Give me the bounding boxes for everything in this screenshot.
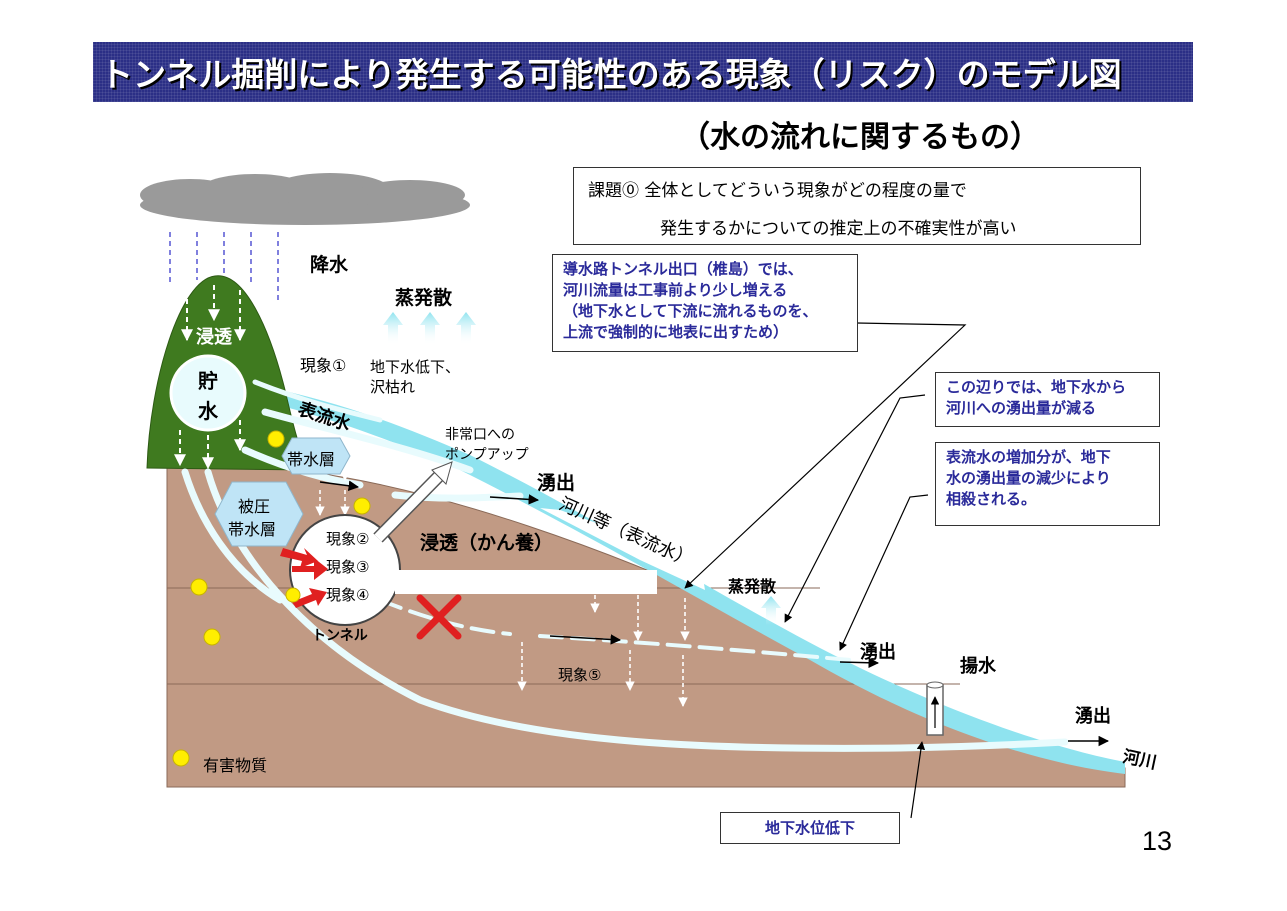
- label-harmful-substance: 有害物質: [203, 756, 268, 775]
- leader-lines: [684, 322, 967, 819]
- label-aquifer: 帯水層: [287, 450, 336, 469]
- label-tunnel: トンネル: [312, 628, 368, 644]
- note-spring-decrease: この辺りでは、地下水から 河川への湧出量が減る: [935, 372, 1160, 427]
- pump-pipe: [373, 461, 453, 543]
- storage-circle: [169, 354, 247, 432]
- label-storage-2: 水: [198, 399, 218, 423]
- label-phenomenon-3: 現象③: [326, 558, 370, 576]
- note-offset-line-3: 相殺される。: [946, 490, 1037, 508]
- note-tunnel-outlet-line-4: 上流で強制的に地表に出すため）: [563, 323, 789, 341]
- note-tunnel-outlet-line-1: 導水路トンネル出口（椎島）では、: [563, 260, 803, 278]
- cloud-icon: [140, 173, 470, 225]
- flow-arrows: [319, 480, 1110, 747]
- red-arrows: [280, 548, 328, 608]
- seepage-arrows: [315, 445, 690, 707]
- title-bar: [93, 42, 1193, 102]
- label-phenomenon-1-desc-2: 沢枯れ: [370, 378, 416, 396]
- label-infiltration-mid: 浸透（かん養）: [420, 532, 554, 554]
- note-spring-decrease-line-2: 河川への湧出量が減る: [946, 399, 1097, 417]
- label-pump-2: ポンプアップ: [445, 447, 529, 463]
- issue-box: 課題⓪ 全体としてどういう現象がどの程度の量で 発生するかについての推定上の不確…: [573, 167, 1141, 245]
- blocked-cross-icon: [416, 594, 462, 640]
- issue-line-2: 発生するかについての推定上の不確実性が高い: [660, 219, 1017, 239]
- page-subtitle: （水の流れに関するもの）: [680, 120, 1040, 155]
- label-precipitation: 降水: [310, 254, 349, 276]
- label-phenomenon-5: 現象⑤: [558, 666, 602, 684]
- label-spring-3: 湧出: [1075, 706, 1111, 727]
- label-confined-1: 被圧: [238, 497, 271, 516]
- page-number: 13: [1142, 826, 1173, 856]
- label-phenomenon-1: 現象①: [300, 356, 347, 375]
- harmful-substance-dots: [172, 430, 371, 767]
- evaporation-arrows-top: [383, 312, 476, 345]
- issue-line-1: 課題⓪ 全体としてどういう現象がどの程度の量で: [588, 181, 967, 201]
- note-groundwater-drop: 地下水位低下: [720, 812, 900, 844]
- rain-lines: [169, 232, 279, 300]
- note-offset: 表流水の増加分が、地下 水の湧出量の減少により 相殺される。: [935, 442, 1160, 526]
- page-title: トンネル掘削により発生する可能性のある現象（リスク）のモデル図: [100, 55, 1122, 94]
- pump-well-icon: [926, 681, 944, 736]
- mountain-infiltration-arrows: [174, 285, 246, 470]
- label-phenomenon-1-desc-1: 地下水低下、: [370, 358, 461, 376]
- river-surface-band: [540, 508, 705, 590]
- tunnel-shaft: [395, 570, 657, 594]
- note-tunnel-outlet: 導水路トンネル出口（椎島）では、 河川流量は工事前より少し増える （地下水として…: [552, 254, 858, 352]
- label-spring-2: 湧出: [860, 642, 896, 663]
- evaporation-arrow-mid: [761, 596, 781, 625]
- label-infiltration-top: 浸透: [196, 327, 232, 348]
- label-confined-2: 帯水層: [228, 520, 277, 539]
- note-offset-line-2: 水の湧出量の減少により: [946, 469, 1111, 487]
- note-tunnel-outlet-line-2: 河川流量は工事前より少し増える: [563, 281, 788, 299]
- label-phenomenon-2: 現象②: [326, 530, 370, 548]
- label-pump-1: 非常口への: [445, 427, 515, 443]
- label-pumping: 揚水: [960, 656, 996, 677]
- label-phenomenon-4: 現象④: [326, 586, 370, 604]
- note-spring-decrease-line-1: この辺りでは、地下水から: [946, 378, 1127, 396]
- label-spring-1: 湧出: [537, 472, 576, 494]
- confined-aquifer-hex: [214, 481, 304, 547]
- aquifer-hex: [281, 437, 351, 475]
- label-evapotranspiration-mid: 蒸発散: [728, 577, 777, 596]
- note-tunnel-outlet-line-3: （地下水として下流に流れるものを、: [563, 302, 818, 320]
- label-storage-1: 貯: [198, 369, 218, 393]
- groundwater-flows: [181, 379, 1069, 752]
- label-evapotranspiration-top: 蒸発散: [395, 287, 453, 309]
- note-offset-line-1: 表流水の増加分が、地下: [946, 448, 1111, 466]
